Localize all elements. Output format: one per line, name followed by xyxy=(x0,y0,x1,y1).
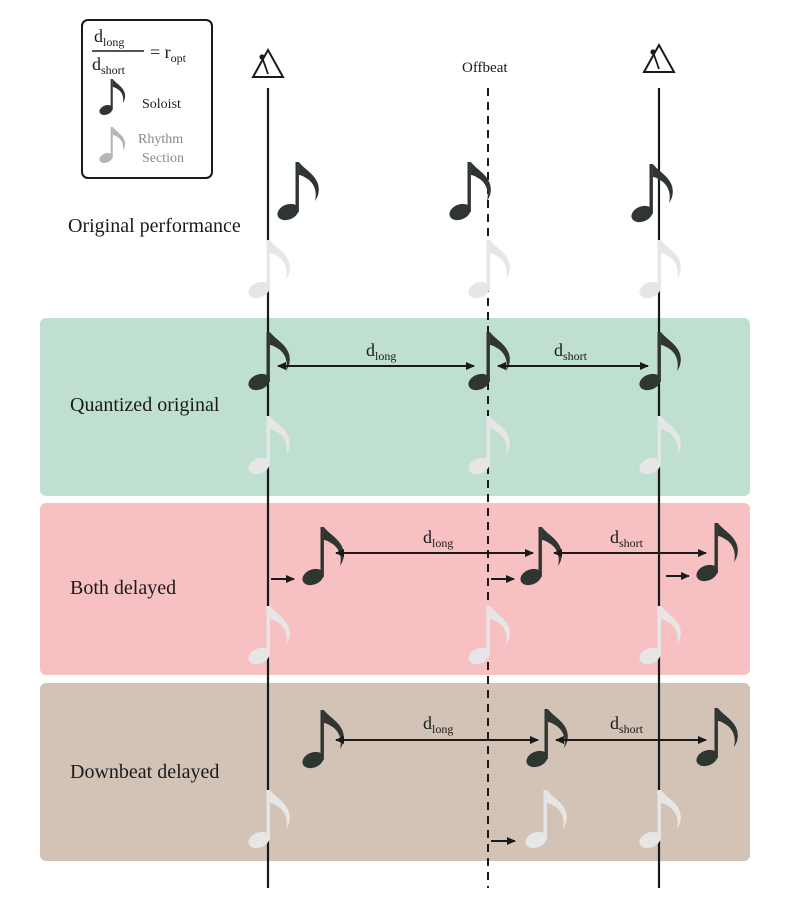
interval-label-short: dshort xyxy=(610,527,644,550)
interval-label-long: dlong xyxy=(423,713,453,736)
legend-rhythm-label-1: Rhythm xyxy=(138,132,183,147)
row-label-both-delayed: Both delayed xyxy=(70,577,176,599)
metronome-icon xyxy=(251,47,285,78)
soloist-note xyxy=(274,162,319,224)
interval-label-long: dlong xyxy=(366,340,396,363)
legend-ratio-equals: = ropt xyxy=(150,42,187,65)
rhythm-note xyxy=(465,240,510,302)
interval-label-short: dshort xyxy=(554,340,588,363)
legend-ratio-denominator: dshort xyxy=(92,54,126,77)
soloist-note xyxy=(446,162,491,224)
legend-soloist-label: Soloist xyxy=(142,97,181,112)
soloist-note xyxy=(628,164,673,226)
interval-label-long: dlong xyxy=(423,527,453,550)
panel-both-delayed xyxy=(40,503,750,675)
metronome-icon xyxy=(642,42,676,73)
rhythm-note xyxy=(636,240,681,302)
rhythm-note xyxy=(245,240,290,302)
legend-rhythm-label-2: Section xyxy=(142,151,184,166)
panel-downbeat-delayed xyxy=(40,683,750,861)
legend: dlong dshort = ropt Soloist Rhythm Secti… xyxy=(81,19,213,179)
row-label-original-performance: Original performance xyxy=(68,215,241,237)
offbeat-label: Offbeat xyxy=(462,60,508,76)
row-label-quantized-original: Quantized original xyxy=(70,394,220,416)
interval-label-short: dshort xyxy=(610,713,644,736)
legend-ratio-numerator: dlong xyxy=(94,26,124,49)
row-label-downbeat-delayed: Downbeat delayed xyxy=(70,761,219,783)
